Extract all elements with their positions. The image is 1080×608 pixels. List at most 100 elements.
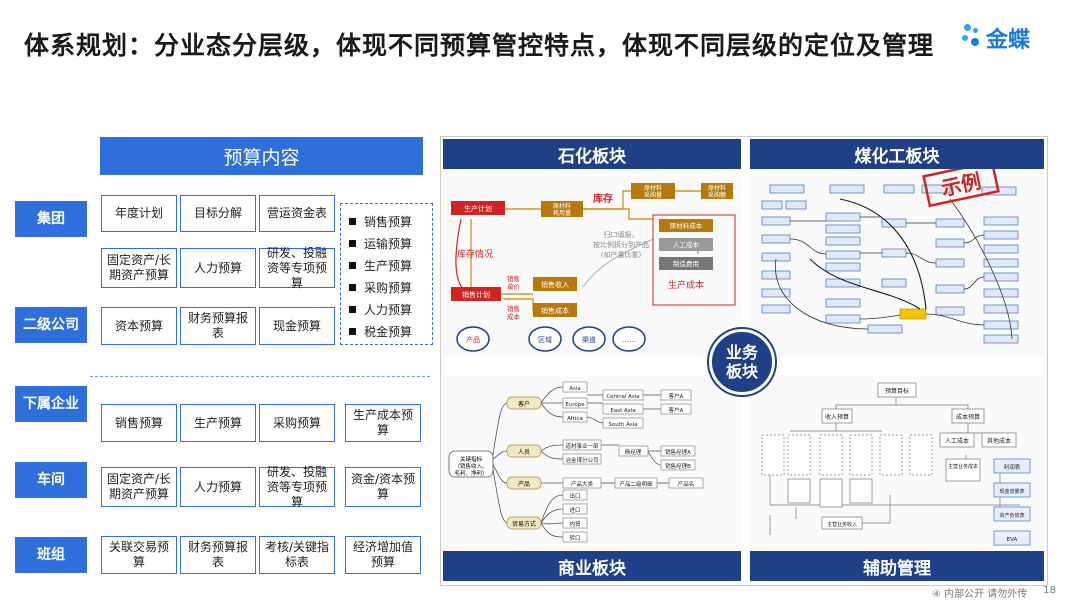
budget-cell: 考核/关键指标表 [259, 536, 335, 574]
svg-text:收入预算: 收入预算 [825, 413, 849, 421]
list-item: 运输预算 [349, 232, 432, 254]
svg-text:关键指标: 关键指标 [460, 455, 483, 463]
svg-text:区域: 区域 [538, 335, 552, 344]
list-item: 采购预算 [349, 276, 432, 298]
page-title: 体系规划：分业态分层级，体现不同预算管控特点，体现不同层级的定位及管理 [24, 31, 935, 60]
svg-text:销售收入: 销售收入 [541, 280, 569, 289]
svg-text:Africa: Africa [567, 416, 583, 422]
budget-cell: 人力预算 [180, 248, 256, 288]
svg-text:产品名: 产品名 [678, 480, 695, 488]
petro-stock: 库存 [593, 192, 613, 205]
svg-text:(如产量比重): (如产量比重) [601, 250, 642, 259]
divider [90, 376, 430, 377]
svg-text:客户A: 客户A [669, 406, 684, 414]
svg-text:人员: 人员 [518, 449, 530, 456]
coal-diagram: 示例 [761, 160, 1019, 344]
svg-text:产品: 产品 [518, 480, 530, 488]
level-second: 二级公司 [15, 307, 87, 343]
budget-cell: 研发、投融资等专项预算 [259, 246, 335, 290]
svg-text:采购量: 采购量 [644, 191, 662, 199]
svg-text:人工成本: 人工成本 [673, 240, 700, 249]
commerce-diagram: 关键指标 （销售收入、 毛利、净利） 客户 人员 产品 贸易方式 Asia Eu… [448, 381, 704, 543]
svg-text:毛利、净利）: 毛利、净利） [454, 469, 487, 477]
svg-text:产品二级明细: 产品二级明细 [619, 480, 653, 488]
svg-text:贸易方式: 贸易方式 [512, 520, 536, 528]
list-item: 税金预算 [349, 320, 432, 342]
svg-text:客户: 客户 [518, 400, 530, 408]
budget-cell: 资本预算 [101, 307, 177, 345]
svg-text:渠道: 渠道 [582, 335, 596, 344]
svg-text:成本预算: 成本预算 [956, 413, 980, 421]
budget-header: 预算内容 [100, 137, 423, 175]
budget-cell: 现金预算 [259, 307, 335, 345]
budget-cell: 年度计划 [101, 195, 177, 232]
svg-text:销售成本: 销售成本 [541, 306, 569, 315]
commerce-quadrant: 关键指标 （销售收入、 毛利、净利） 客户 人员 产品 贸易方式 Asia Eu… [443, 375, 741, 581]
business-segment-hub: 业务板块 [709, 329, 775, 395]
svg-text:EVA: EVA [1007, 537, 1018, 543]
svg-text:制造费用: 制造费用 [673, 259, 699, 268]
svg-text:主营业务成本: 主营业务成本 [948, 463, 978, 470]
svg-text:杨经理: 杨经理 [625, 448, 642, 456]
svg-text:销售: 销售 [507, 274, 520, 283]
budget-cell: 资金/资本预算 [345, 467, 421, 507]
svg-text:归口填报，: 归口填报， [604, 230, 639, 239]
budget-cell: 经济增加值预算 [345, 536, 421, 574]
budget-cell: 人力预算 [180, 467, 256, 507]
svg-text:销售经理B: 销售经理B [665, 462, 691, 470]
svg-text:道材事业一部: 道材事业一部 [565, 442, 599, 450]
petro-quadrant: 生产计划 原材料 耗用量 库存 原材料 采购量 原材料 采购额 库存情况 归口填… [443, 139, 741, 357]
svg-text:主营业务收入: 主营业务收入 [827, 521, 857, 528]
coal-quadrant: 示例 [750, 139, 1044, 357]
budget-cell: 销售预算 [101, 404, 177, 442]
svg-text:成本: 成本 [507, 312, 521, 321]
svg-text:利润表: 利润表 [1004, 463, 1021, 471]
svg-text:销售: 销售 [507, 304, 520, 313]
list-item: 人力预算 [349, 298, 432, 320]
svg-text:库存情况: 库存情况 [457, 248, 493, 260]
list-item: 销售预算 [349, 210, 432, 232]
budget-cell: 财务预算报表 [180, 307, 256, 345]
budget-cell: 目标分解 [180, 195, 256, 232]
svg-text:客户A: 客户A [669, 392, 684, 400]
budget-cell: 生产成本预算 [345, 404, 421, 442]
svg-text:预算目标: 预算目标 [885, 387, 909, 395]
svg-text:Europe: Europe [565, 402, 585, 408]
budget-cell: 采购预算 [259, 404, 335, 442]
budget-cell: 研发、投融资等专项预算 [259, 465, 335, 509]
level-sub: 下属企业 [15, 386, 87, 422]
svg-text:人工成本: 人工成本 [945, 437, 969, 445]
support-title: 辅助管理 [750, 551, 1044, 581]
petro-diagram: 生产计划 原材料 耗用量 库存 原材料 采购量 原材料 采购额 库存情况 归口填… [451, 183, 736, 352]
svg-text:（销售收入、: （销售收入、 [454, 462, 487, 470]
svg-text:Central Asia: Central Asia [606, 394, 639, 400]
svg-text:产品: 产品 [466, 335, 480, 344]
budget-cell: 生产预算 [180, 404, 256, 442]
petro-plan: 生产计划 [464, 204, 492, 213]
svg-text:采购额: 采购额 [708, 191, 726, 199]
svg-text:销售计划: 销售计划 [462, 290, 490, 299]
svg-text:原材料: 原材料 [644, 184, 662, 192]
svg-text:生产成本: 生产成本 [668, 279, 704, 291]
petro-title: 石化板块 [443, 139, 741, 169]
support-diagram: 预算目标 收入预算 成本预算 人工成本 其他成本 主营业务成本 主营业务收入 利… [761, 382, 1031, 546]
svg-text:产品大类: 产品大类 [571, 480, 594, 488]
coal-title: 煤化工板块 [750, 139, 1044, 169]
svg-text:耗用量: 耗用量 [553, 209, 571, 217]
kingdee-logo: 金蝶 [962, 20, 1052, 56]
svg-text:原材料成本: 原材料成本 [670, 221, 703, 230]
svg-text:South Asia: South Asia [608, 422, 637, 428]
svg-text:冶金煤分公司: 冶金煤分公司 [565, 456, 598, 464]
footer-notice: ④ 内部公开 请勿外传 [931, 589, 1028, 600]
svg-text:其他成本: 其他成本 [987, 437, 1011, 445]
svg-text:原材料: 原材料 [708, 184, 726, 192]
budget-cell: 关联交易预算 [101, 536, 177, 574]
logo-text: 金蝶 [986, 28, 1031, 53]
page-number: 18 [1043, 585, 1056, 596]
commerce-title: 商业板块 [443, 551, 741, 581]
svg-text:出口: 出口 [569, 492, 580, 500]
budget-cell: 固定资产/长期资产预算 [101, 248, 177, 288]
svg-text:转口: 转口 [569, 534, 580, 542]
budget-cell: 营运资金表 [259, 195, 335, 232]
footer: ④ 内部公开 请勿外传 18 [932, 585, 1056, 600]
